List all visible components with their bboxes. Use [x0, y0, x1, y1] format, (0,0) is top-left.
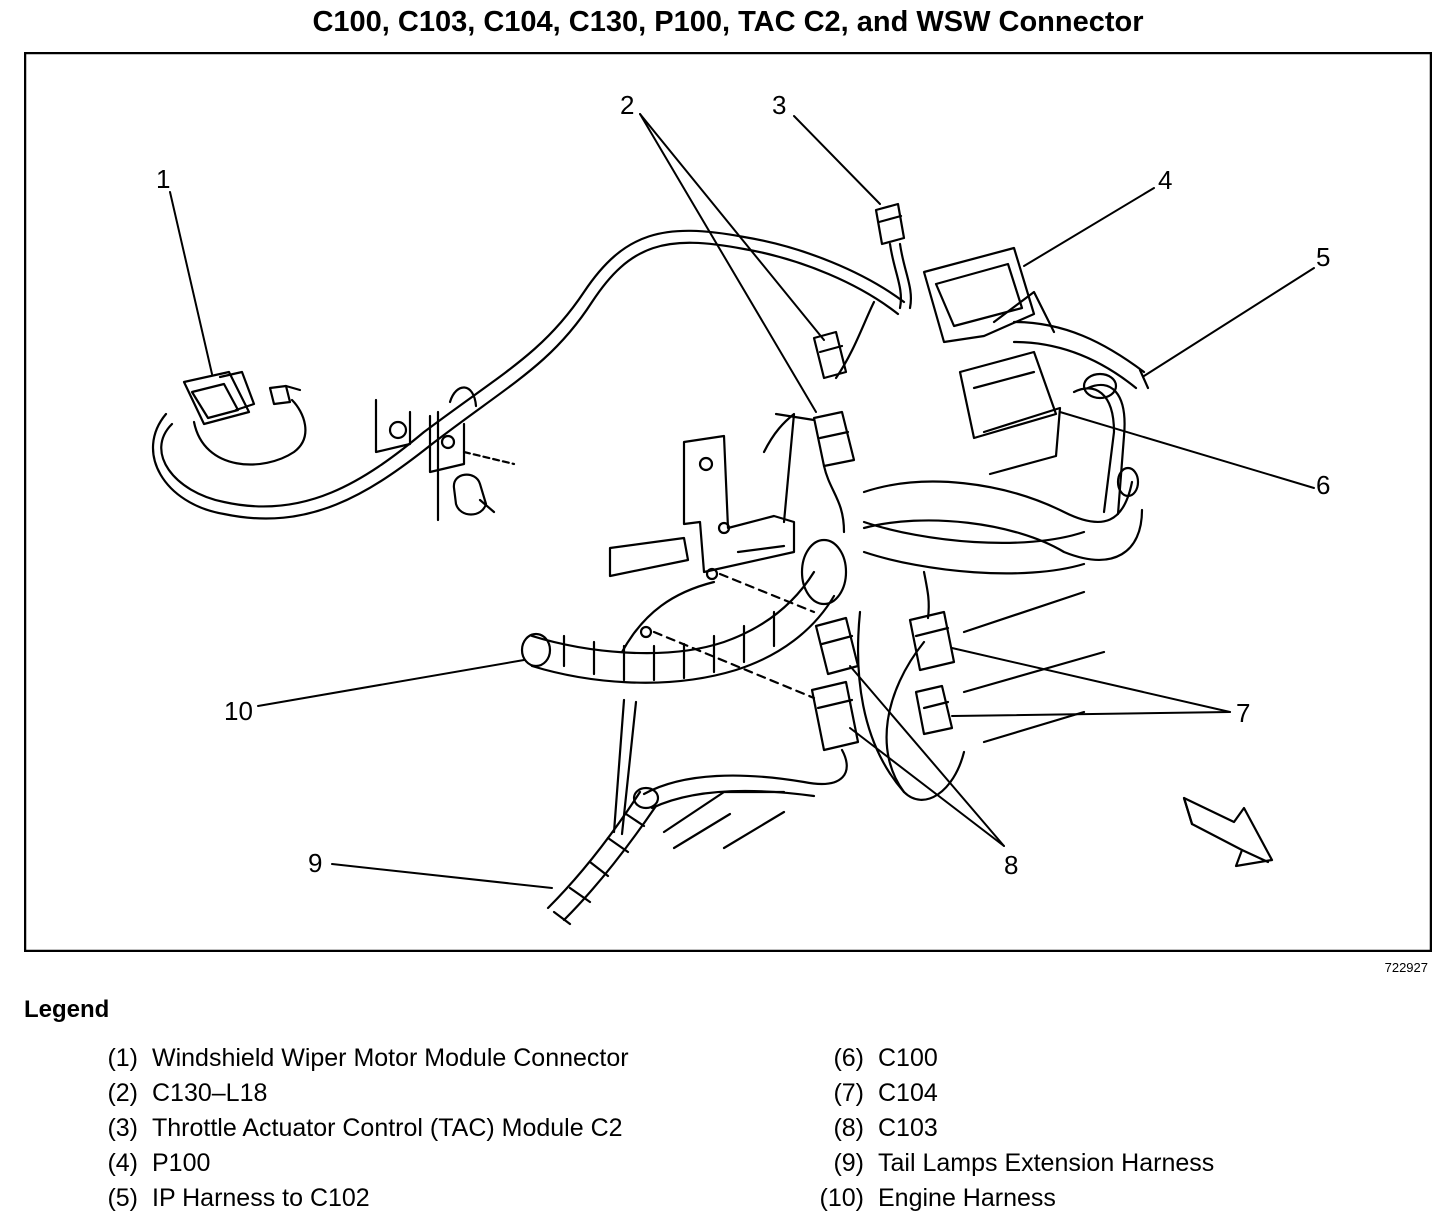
legend-number: (10) — [819, 1184, 864, 1212]
callout-7: 7 — [1236, 698, 1250, 728]
legend-number: (1) — [107, 1044, 138, 1072]
callout-1: 1 — [156, 164, 170, 194]
c104-connector-pair — [908, 570, 956, 736]
leader-lines — [169, 113, 1315, 889]
legend-item: (2) C130–L18 — [80, 1079, 629, 1114]
callout-numbers: 1 2 3 4 5 6 7 8 9 10 — [156, 90, 1330, 880]
legend-label: C130–L18 — [152, 1079, 268, 1107]
diagram-frame: 1 2 3 4 5 6 7 8 9 10 — [24, 52, 1432, 952]
legend-heading: Legend — [24, 996, 110, 1023]
wiper-motor-connector — [182, 370, 302, 426]
legend-number: (6) — [833, 1044, 864, 1072]
callout-6: 6 — [1316, 470, 1330, 500]
legend-number: (2) — [107, 1079, 138, 1107]
legend-label: Throttle Actuator Control (TAC) Module C… — [152, 1114, 623, 1142]
legend-label: C104 — [878, 1079, 938, 1107]
wiper-harness-cable — [151, 229, 906, 520]
ip-harness-c102 — [1012, 320, 1150, 390]
direction-arrow-icon — [1182, 796, 1274, 868]
legend-number: (8) — [833, 1114, 864, 1142]
figure-id: 722927 — [1384, 960, 1428, 975]
legend-label: C100 — [878, 1044, 938, 1072]
legend-label: IP Harness to C102 — [152, 1184, 370, 1212]
legend-item: (3) Throttle Actuator Control (TAC) Modul… — [80, 1114, 629, 1149]
p100-connector — [922, 246, 1056, 344]
callout-9: 9 — [308, 848, 322, 878]
c100-connector — [958, 350, 1062, 476]
body-panel-lines — [612, 412, 1106, 850]
legend-item: (4) P100 — [80, 1149, 629, 1184]
legend-number: (5) — [107, 1184, 138, 1212]
tail-lamps-harness — [546, 748, 848, 926]
legend-item: (1) Windshield Wiper Motor Module Connect… — [80, 1044, 629, 1079]
cable-clip-bracket — [374, 386, 516, 522]
callout-5: 5 — [1316, 242, 1330, 272]
legend-label: Tail Lamps Extension Harness — [878, 1149, 1215, 1177]
legend-item: (7) C104 — [806, 1079, 1214, 1114]
callout-3: 3 — [772, 90, 786, 120]
legend-number: (9) — [833, 1149, 864, 1177]
legend-item: (8) C103 — [806, 1114, 1214, 1149]
c130-connector-pair — [812, 300, 876, 534]
legend-label: Engine Harness — [878, 1184, 1056, 1212]
callout-10: 10 — [224, 696, 253, 726]
legend-label: P100 — [152, 1149, 211, 1177]
tac-c2-connector — [874, 202, 912, 310]
legend-number: (4) — [107, 1149, 138, 1177]
legend-label: Windshield Wiper Motor Module Connector — [152, 1044, 629, 1072]
c103-connector-pair — [810, 616, 860, 752]
legend-number: (7) — [833, 1079, 864, 1107]
legend-right-column: (6) C100 (7) C104 (8) C103 (9) Tail Lamps Ex… — [806, 1044, 1215, 1219]
legend-label: C103 — [878, 1114, 938, 1142]
engine-harness — [520, 538, 848, 684]
diagram-title: C100, C103, C104, C130, P100, TAC C2, an… — [312, 6, 1144, 38]
legend-number: (3) — [107, 1114, 138, 1142]
legend-left-column: (1) Windshield Wiper Motor Module Connect… — [80, 1044, 629, 1219]
legend-item: (10) Engine Harness — [806, 1184, 1214, 1219]
legend-item: (5) IP Harness to C102 — [80, 1184, 629, 1219]
callout-4: 4 — [1158, 165, 1172, 195]
legend-item: (6) C100 — [806, 1044, 1214, 1079]
legend-item: (9) Tail Lamps Extension Harness — [806, 1149, 1214, 1184]
main-harness-bundle — [862, 372, 1144, 575]
callout-2: 2 — [620, 90, 634, 120]
center-mount-bracket — [608, 412, 816, 700]
callout-8: 8 — [1004, 850, 1018, 880]
